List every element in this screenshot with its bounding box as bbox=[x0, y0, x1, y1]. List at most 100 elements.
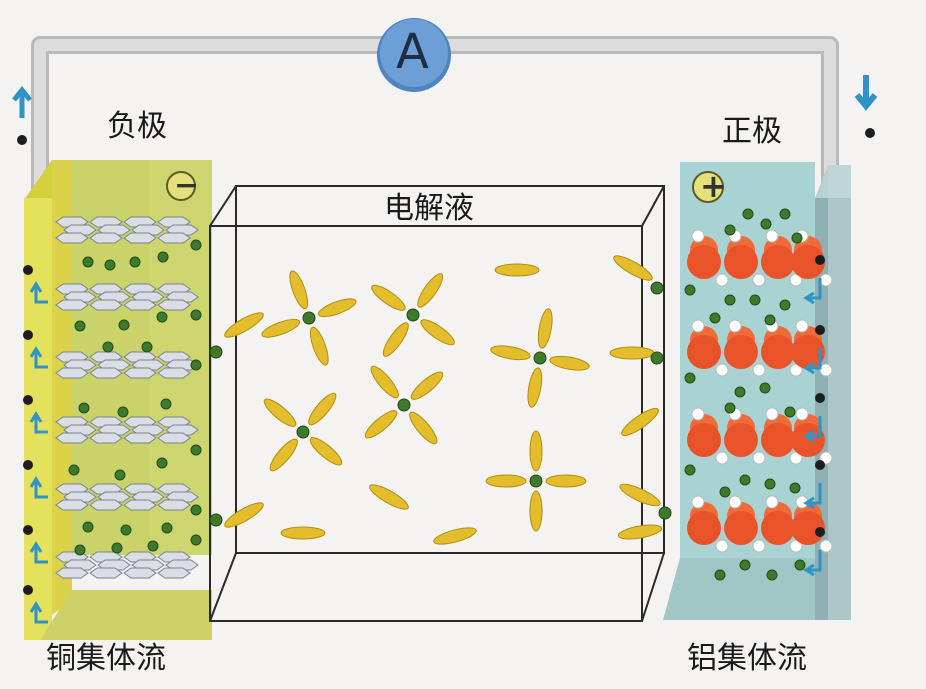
electrolyte-label: 电解液 bbox=[384, 191, 474, 226]
cobalt-atom bbox=[691, 407, 705, 421]
graphite-layers bbox=[55, 216, 199, 579]
lithium-ion bbox=[111, 542, 123, 554]
lithium-ion bbox=[779, 208, 791, 220]
oxygen-atom bbox=[687, 511, 721, 545]
lithium-ion bbox=[190, 239, 202, 251]
cobalt-atom bbox=[691, 229, 705, 243]
electron-arrow bbox=[803, 483, 822, 510]
solvated-lithium-ion bbox=[263, 392, 343, 472]
cobalt-atom bbox=[715, 363, 729, 377]
lithium-ion bbox=[104, 259, 116, 271]
lithium-ion bbox=[190, 534, 202, 546]
lithium-ion bbox=[533, 351, 547, 365]
lithium-ion bbox=[118, 319, 130, 331]
lithium-ion bbox=[764, 478, 776, 490]
graphite-hexagon bbox=[55, 567, 89, 579]
graphite-hexagon bbox=[123, 499, 157, 511]
aluminum-collector-label: 铝集体流 bbox=[687, 641, 807, 676]
electron bbox=[23, 525, 33, 535]
oxygen-atom bbox=[791, 335, 825, 369]
lithium-ion bbox=[650, 351, 664, 365]
graphite-hexagon bbox=[157, 299, 191, 311]
lithium-ion bbox=[78, 402, 90, 414]
solvated-lithium-ion bbox=[371, 273, 455, 357]
lithium-ion bbox=[764, 314, 776, 326]
lithium-ion bbox=[734, 386, 746, 398]
electron-arrow bbox=[803, 278, 822, 305]
negative-electrode-label: 负极 bbox=[107, 109, 167, 144]
solvent-molecule bbox=[308, 392, 337, 426]
graphite-hexagon bbox=[55, 499, 89, 511]
lithium-ion bbox=[684, 464, 696, 476]
lithium-ion bbox=[82, 256, 94, 268]
solvent-molecule bbox=[529, 430, 543, 472]
solvent-molecule bbox=[485, 474, 527, 488]
solvent-molecule bbox=[621, 407, 659, 437]
lithium-ion bbox=[74, 320, 86, 332]
solvent-molecule bbox=[529, 490, 543, 532]
solvated-lithium-ion bbox=[364, 365, 444, 445]
lithium-ion bbox=[156, 457, 168, 469]
electron bbox=[815, 393, 825, 403]
graphite-hexagon bbox=[123, 367, 157, 379]
container-edge bbox=[641, 552, 665, 622]
cobalt-atom bbox=[752, 363, 766, 377]
graphite-hexagon bbox=[123, 567, 157, 579]
lithium-ion bbox=[739, 559, 751, 571]
cobalt-atom bbox=[765, 407, 779, 421]
lithium-ion bbox=[129, 256, 141, 268]
cobalt-atom bbox=[752, 273, 766, 287]
solvent-molecule bbox=[224, 312, 264, 338]
solvated-lithium-ion bbox=[261, 270, 357, 366]
lithium-ion bbox=[529, 474, 543, 488]
cobalt-atom bbox=[765, 495, 779, 509]
solvent-molecule bbox=[263, 398, 297, 427]
lithium-ion bbox=[190, 444, 202, 456]
graphite-hexagon bbox=[89, 499, 123, 511]
lithium-ion bbox=[114, 469, 126, 481]
cobalt-atom bbox=[819, 539, 833, 553]
lithium-ion bbox=[684, 284, 696, 296]
electron bbox=[23, 460, 33, 470]
solvent-molecule bbox=[617, 524, 663, 540]
oxygen-atom bbox=[761, 511, 795, 545]
lithium-ion bbox=[658, 506, 672, 520]
electron bbox=[23, 330, 33, 340]
cobalt-atom bbox=[819, 363, 833, 377]
graphite-hexagon bbox=[157, 567, 191, 579]
graphite-hexagon bbox=[89, 432, 123, 444]
solvent-molecule bbox=[417, 273, 444, 308]
negative-terminal-badge bbox=[166, 171, 196, 201]
solvent-molecule bbox=[371, 284, 406, 311]
graphite-hexagon bbox=[89, 299, 123, 311]
lithium-ion bbox=[719, 486, 731, 498]
lithium-ion bbox=[794, 559, 806, 571]
lithium-ion bbox=[160, 398, 172, 410]
lithium-ion bbox=[724, 224, 736, 236]
solvent-molecule bbox=[619, 483, 661, 507]
solvent-molecule bbox=[309, 326, 329, 366]
electron bbox=[865, 128, 875, 138]
electron-arrow bbox=[29, 476, 48, 499]
solvent-molecule bbox=[317, 298, 357, 318]
solvent-molecule bbox=[409, 411, 438, 445]
electron bbox=[23, 585, 33, 595]
lithium-ion bbox=[68, 464, 80, 476]
oxygen-atom bbox=[687, 423, 721, 457]
solvent-molecule bbox=[224, 502, 264, 528]
cobalt-atom bbox=[795, 407, 809, 421]
container-back bbox=[235, 185, 665, 554]
lithium-ion bbox=[742, 208, 754, 220]
lithium-ion bbox=[684, 372, 696, 384]
cobalt-atom bbox=[715, 451, 729, 465]
container-edge bbox=[209, 552, 237, 622]
cobalt-atom bbox=[795, 319, 809, 333]
lithium-ion bbox=[789, 482, 801, 494]
lithium-ion bbox=[724, 294, 736, 306]
solvent-molecule bbox=[289, 270, 309, 310]
oxygen-atom bbox=[724, 245, 758, 279]
lithium-ion bbox=[209, 513, 223, 527]
electron-arrow bbox=[29, 601, 48, 624]
lithium-ion bbox=[302, 311, 316, 325]
